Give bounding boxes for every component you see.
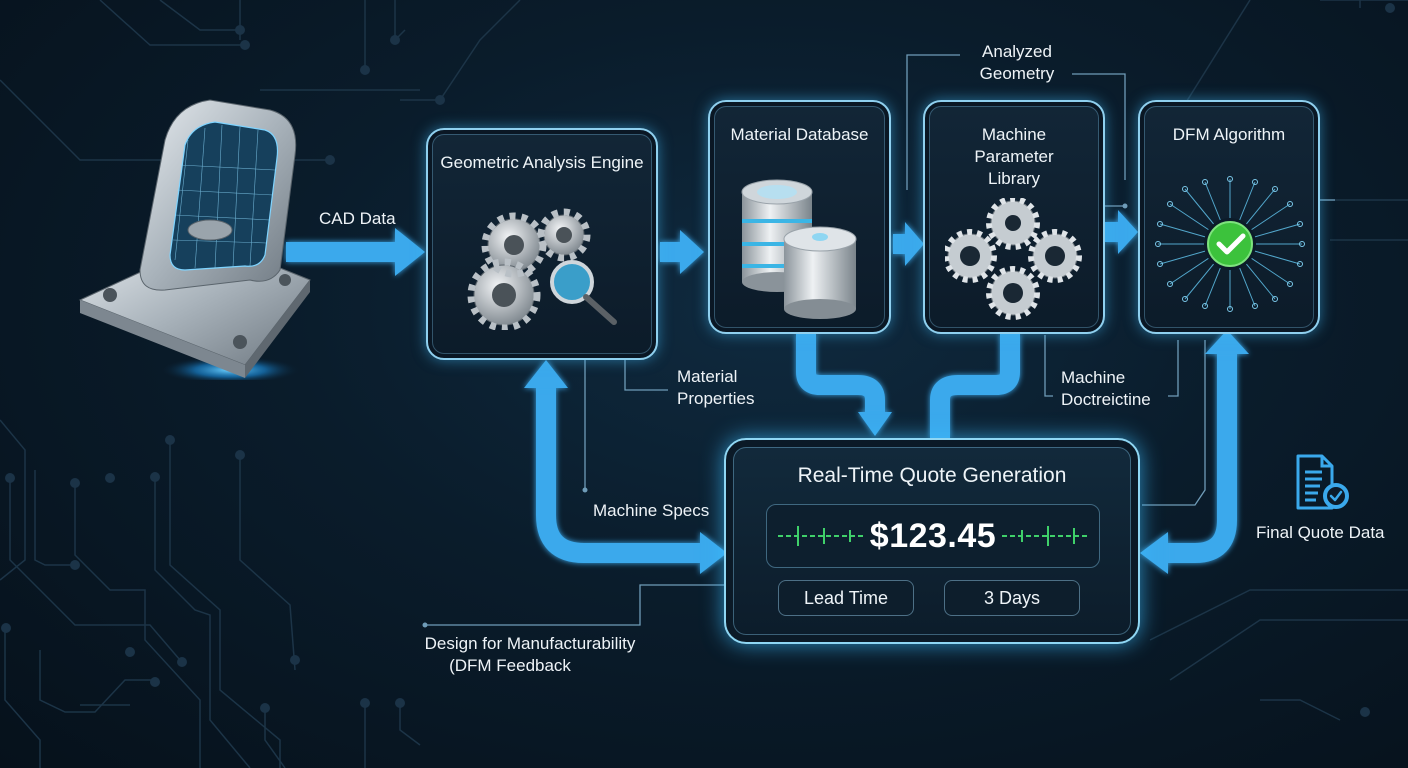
arrow-geo-to-material [660, 230, 704, 274]
pulse-line-left-icon [777, 526, 864, 546]
node-material-database[interactable]: Material Database [708, 100, 891, 334]
cad-part-wireframe-icon [78, 99, 311, 384]
arrow-machine-specs [536, 385, 700, 563]
lead-time-label: Lead Time [778, 580, 914, 616]
price-display: $123.45 [766, 504, 1100, 568]
gears-magnifier-icon [467, 208, 617, 330]
circuit-checkmark-icon [1155, 176, 1305, 312]
pulse-line-right-icon [1002, 526, 1089, 546]
machine-doctrine-label: Machine Doctreictine [1061, 368, 1151, 409]
database-cylinder-icon [741, 179, 857, 319]
cad-part-source [70, 80, 320, 384]
machine-gears-icon [945, 198, 1082, 320]
node-geometric-analysis-engine[interactable]: Geometric Analysis Engine [426, 128, 658, 360]
node-title: Machine Parameter Library [974, 125, 1054, 188]
node-title: DFM Algorithm [1172, 125, 1286, 144]
arrow-material-to-machine [893, 222, 924, 266]
machine-specs-label: Machine Specs [593, 501, 710, 520]
arrow-machine-to-quote [930, 334, 1020, 438]
real-time-quote-panel: Real-Time Quote Generation $123.45 [724, 438, 1140, 644]
analyzed-geometry-label: Analyzed Geometry [979, 42, 1055, 83]
node-dfm-algorithm[interactable]: DFM Algorithm [1138, 100, 1320, 334]
cad-data-label: CAD Data [319, 209, 396, 228]
dfm-feedback-label: Design for Manufacturability (DFM Feedba… [424, 634, 636, 675]
node-title: Material Database [730, 125, 869, 144]
document-check-icon [1296, 454, 1349, 510]
cad-data-arrow [286, 228, 425, 276]
final-quote-data-label: Final Quote Data [1256, 523, 1385, 542]
quote-price: $123.45 [869, 516, 997, 555]
lead-time-value: 3 Days [944, 580, 1080, 616]
arrow-dfm-to-quote [1165, 350, 1237, 563]
node-title: Geometric Analysis Engine [440, 153, 644, 172]
quote-title: Real-Time Quote Generation [797, 464, 1067, 487]
arrow-material-to-quote [796, 334, 885, 415]
material-properties-label: Material Properties [677, 367, 755, 408]
node-machine-parameter-library[interactable]: Machine Parameter Library [923, 100, 1105, 334]
arrow-machine-to-dfm [1105, 210, 1138, 254]
